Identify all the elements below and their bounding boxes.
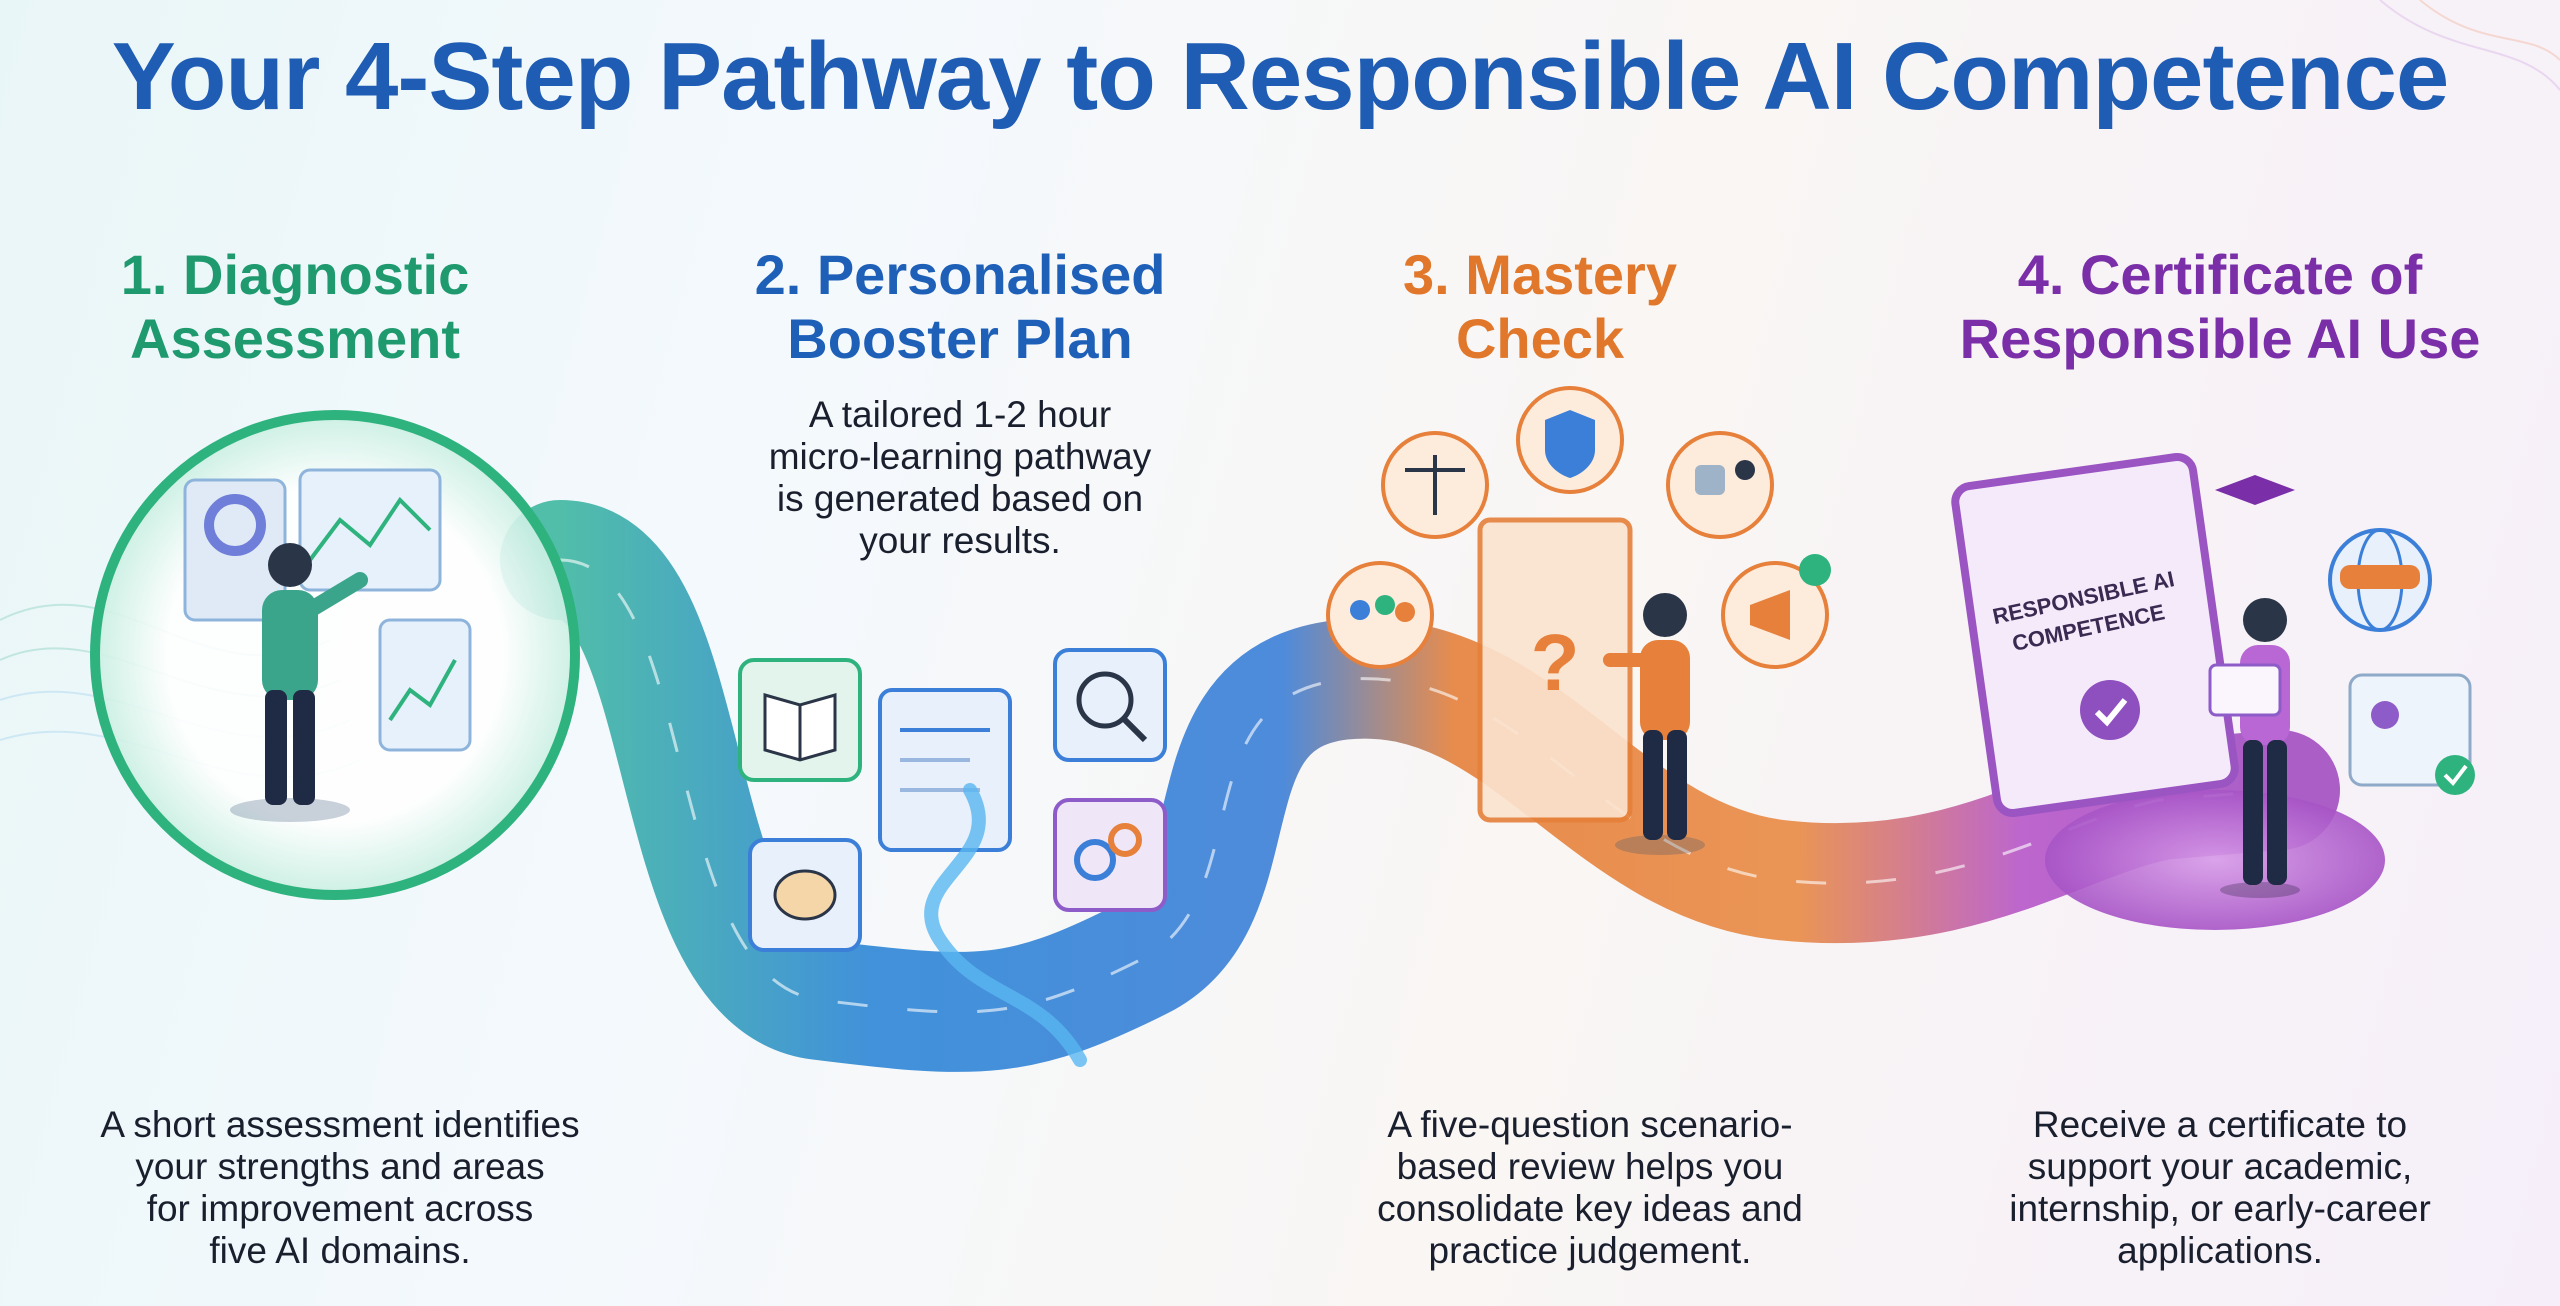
step-1-title-line: Assessment — [130, 307, 460, 370]
step-2-title: 2. Personalised Booster Plan — [700, 243, 1220, 371]
step-4-illustration: RESPONSIBLE AI COMPETENCE — [1951, 452, 2475, 930]
step-3-title-line: Check — [1455, 307, 1625, 370]
step-1-description-line: A short assessment identifies — [100, 1104, 580, 1145]
group-icon — [1326, 561, 1434, 669]
step-1-title: 1. Diagnostic Assessment — [80, 243, 510, 371]
pathway-road — [500, 500, 2340, 1072]
scales-icon — [1381, 431, 1489, 539]
brain-icon — [748, 838, 862, 952]
shield-lock-icon — [1516, 386, 1624, 494]
svg-text:?: ? — [1531, 618, 1580, 707]
person-icon — [230, 543, 368, 822]
step-4-title-line: Responsible AI Use — [1959, 307, 2481, 370]
megaphone-icon — [1721, 554, 1831, 669]
step-1-description-line: five AI domains. — [209, 1230, 471, 1271]
step-1-title-line: 1. Diagnostic — [120, 243, 470, 306]
step-2-title-line: Booster Plan — [787, 307, 1133, 370]
step-3-illustration: ? — [1326, 386, 1831, 855]
step-2-description-line: your results. — [859, 520, 1061, 561]
step-4-description-line: internship, or early-career — [2009, 1188, 2431, 1229]
step-2-description-line: A tailored 1-2 hour — [808, 394, 1112, 435]
step-2-illustration — [738, 648, 1167, 1067]
step-3-description-line: based review helps you — [1396, 1146, 1784, 1187]
step-3-title-line: 3. Mastery — [1403, 243, 1677, 306]
step-3-description-line: A five-question scenario- — [1387, 1104, 1793, 1145]
question-mark-icon: ? — [1477, 517, 1633, 823]
page-title: Your 4-Step Pathway to Responsible AI Co… — [111, 23, 2449, 130]
step-3-description: A five-question scenario- based review h… — [1320, 1104, 1860, 1272]
robot-handshake-icon — [1666, 431, 1774, 539]
step-4-description-line: Receive a certificate to — [2032, 1104, 2408, 1145]
step-4-description-line: applications. — [2117, 1230, 2323, 1271]
step-3-title: 3. Mastery Check — [1360, 243, 1720, 371]
book-icon — [738, 658, 862, 782]
step-1-description-line: for improvement across — [146, 1188, 534, 1229]
analytics-dashboard-icon — [183, 468, 472, 752]
globe-handshake-icon — [2328, 528, 2432, 632]
person-icon — [1603, 593, 1705, 855]
step-2-title-line: 2. Personalised — [754, 243, 1166, 306]
step-2-description: A tailored 1-2 hour micro-learning pathw… — [700, 394, 1220, 562]
step-2-description-line: micro-learning pathway — [768, 436, 1152, 477]
step-4-description-line: support your academic, — [2027, 1146, 2413, 1187]
magnifier-code-icon — [1053, 648, 1167, 762]
step-1-description: A short assessment identifies your stren… — [50, 1104, 630, 1272]
id-card-icon — [2348, 673, 2475, 795]
person-icon — [2208, 598, 2300, 898]
step-3-description-line: practice judgement. — [1428, 1230, 1752, 1271]
step-1-description-line: your strengths and areas — [135, 1146, 545, 1187]
step-4-description: Receive a certificate to support your ac… — [1920, 1104, 2520, 1272]
code-window-icon — [878, 688, 1012, 852]
step-1-illustration — [90, 410, 580, 900]
step-3-description-line: consolidate key ideas and — [1377, 1188, 1803, 1229]
step-4-title: 4. Certificate of Responsible AI Use — [1900, 243, 2540, 371]
certificate-icon: RESPONSIBLE AI COMPETENCE — [1951, 452, 2239, 818]
step-4-title-line: 4. Certificate of — [2017, 243, 2423, 306]
graduation-cap-icon — [2215, 475, 2295, 505]
step-2-description-line: is generated based on — [776, 478, 1144, 519]
gears-icon — [1053, 798, 1167, 912]
